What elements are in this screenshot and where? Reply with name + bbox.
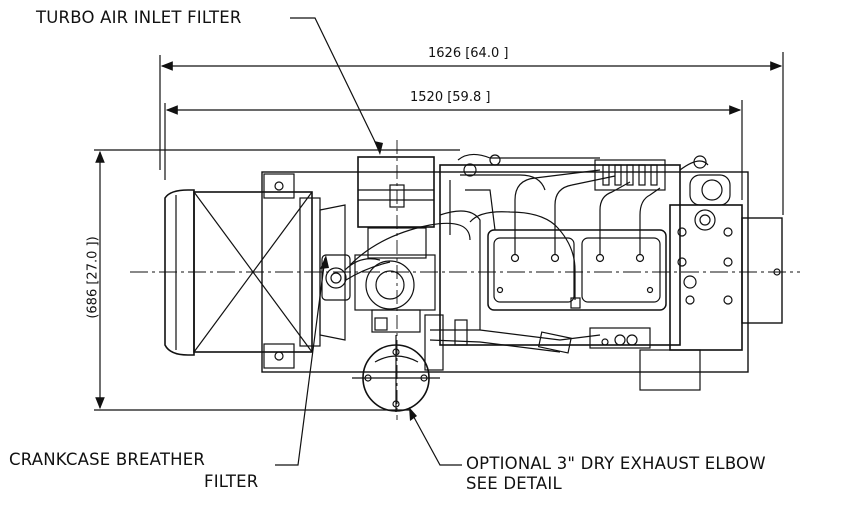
- exhaust-elbow-label-line1: OPTIONAL 3" DRY EXHAUST ELBOW: [466, 454, 766, 473]
- leader-crankcase: [275, 257, 326, 466]
- crankcase-breather-label-line1: CRANKCASE BREATHER: [9, 450, 206, 469]
- leader-exhaust: [409, 409, 462, 466]
- width-dimension: (686 [27.0 ]): [85, 236, 101, 319]
- turbo-air-inlet-filter-label: TURBO AIR INLET FILTER: [36, 8, 242, 27]
- overall-length-dimension: 1626 [64.0 ]: [428, 46, 509, 61]
- leader-turbo-filter: [290, 17, 381, 153]
- length-dimension-2: 1520 [59.8 ]: [410, 90, 491, 105]
- crankcase-breather-label-line2: FILTER: [204, 472, 259, 491]
- exhaust-elbow-label-line2: SEE DETAIL: [466, 474, 562, 493]
